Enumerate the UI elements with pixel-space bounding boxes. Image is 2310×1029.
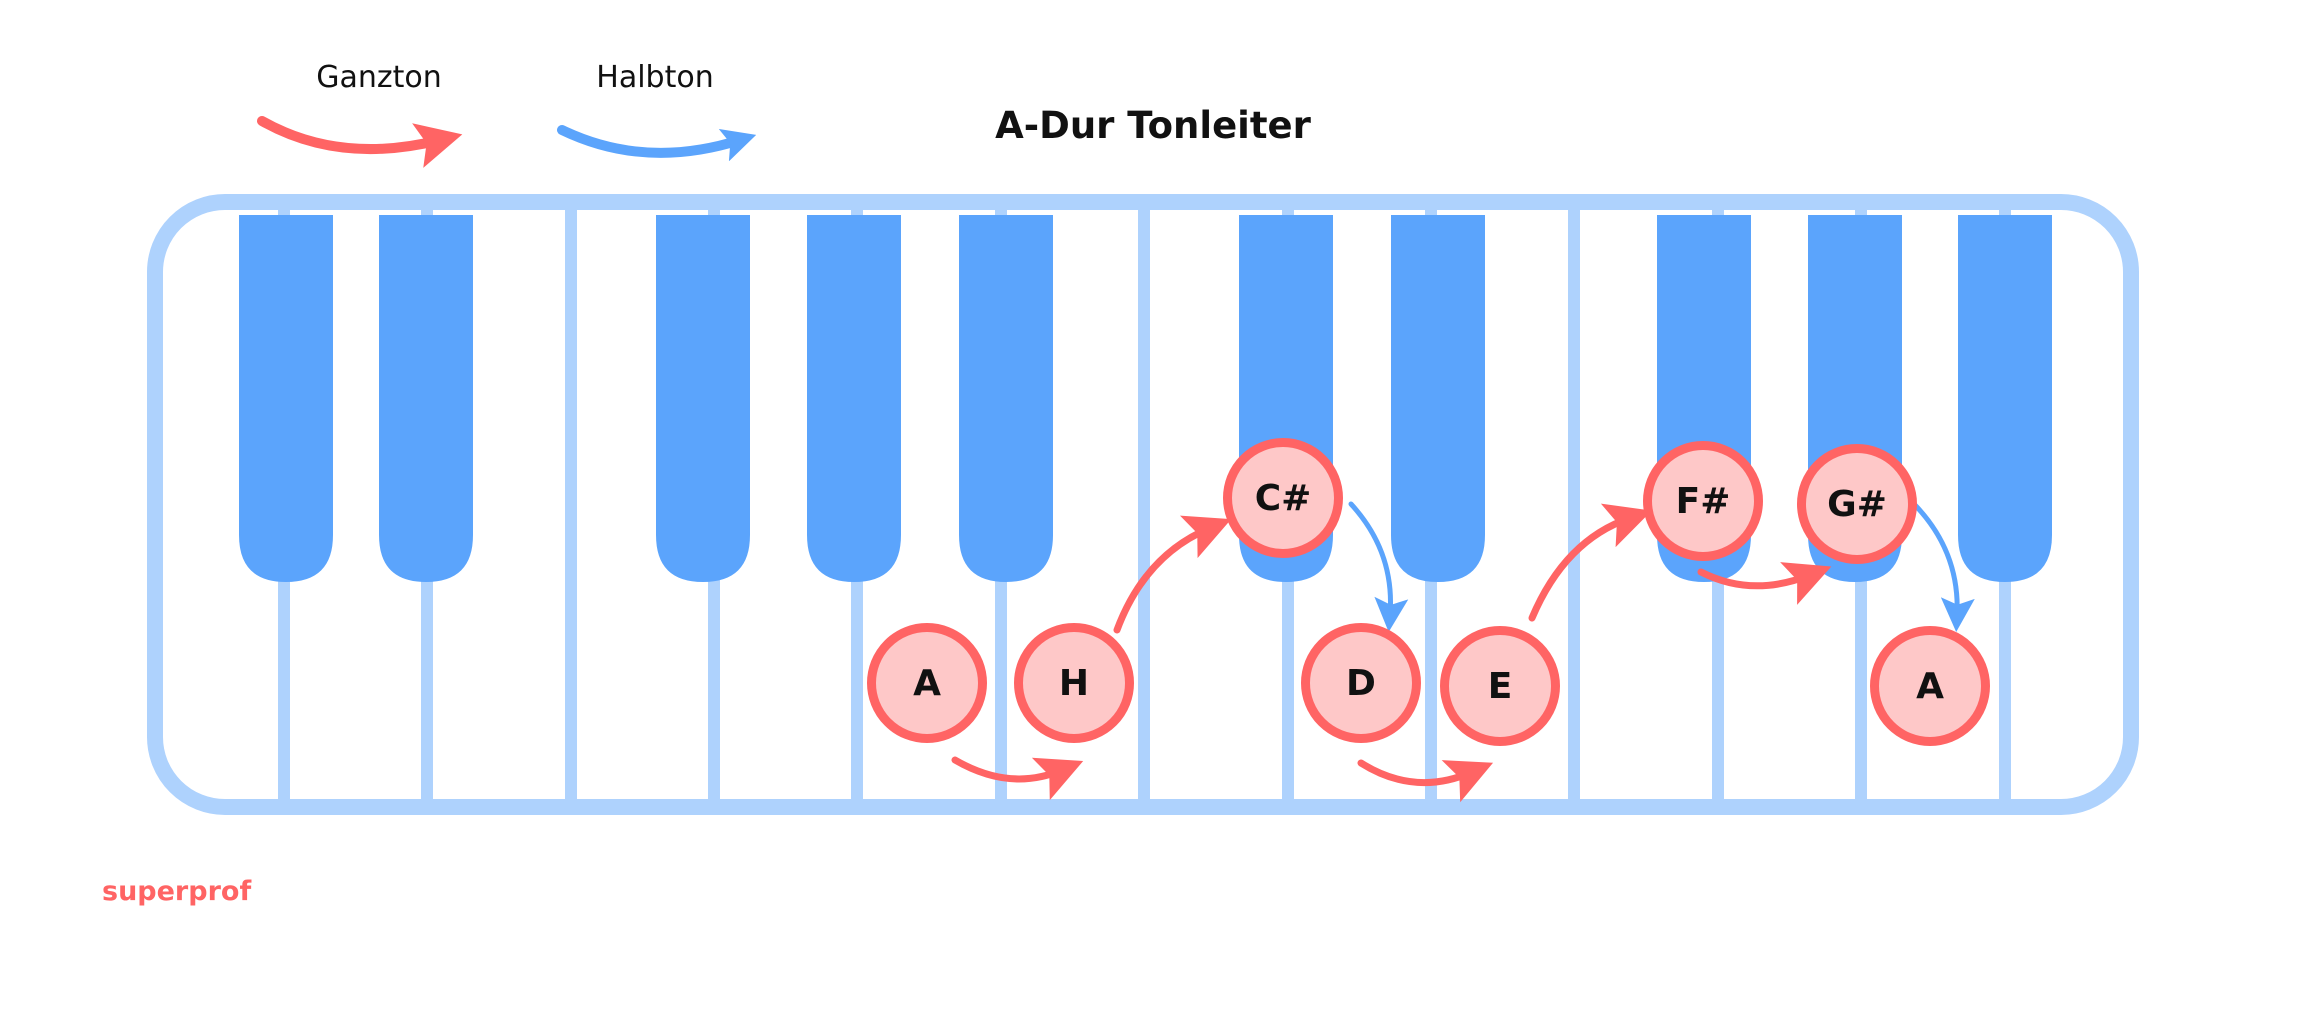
step-arrow-e-fis: [1528, 503, 1652, 622]
diagram-title: A-Dur Tonleiter: [995, 104, 1311, 147]
note-d: D: [1301, 623, 1421, 743]
half-tone-legend-arrow: [557, 125, 757, 162]
step-arrow-fis-gis: [1697, 562, 1832, 605]
note-cis: C#: [1223, 438, 1343, 558]
key-divider: [1138, 210, 1150, 805]
key-divider: [1568, 210, 1580, 805]
legend-half-tone-label: Halbton: [596, 60, 714, 95]
note-e: E: [1440, 626, 1560, 746]
key-divider: [565, 210, 577, 805]
black-key: [656, 215, 750, 582]
note-fis: F#: [1643, 441, 1763, 561]
step-arrow-gis-a: [1912, 502, 1975, 632]
black-key: [1958, 215, 2052, 582]
black-key: [807, 215, 901, 582]
step-arrow-cis-d: [1348, 501, 1409, 632]
step-arrow-d-e: [1357, 759, 1494, 803]
black-key: [1391, 215, 1485, 582]
note-a-octave: A: [1870, 626, 1990, 746]
note-a: A: [867, 623, 987, 743]
step-arrow-a-h: [951, 756, 1084, 801]
note-gis: G#: [1797, 444, 1917, 564]
note-h: H: [1014, 623, 1134, 743]
legend-whole-tone-label: Ganzton: [316, 60, 442, 95]
superprof-logo: superprof: [102, 876, 252, 907]
step-arrow-h-cis: [1113, 515, 1232, 634]
black-key: [239, 215, 333, 582]
whole-tone-legend-arrow: [257, 116, 463, 168]
black-key: [379, 215, 473, 582]
black-key: [959, 215, 1053, 582]
